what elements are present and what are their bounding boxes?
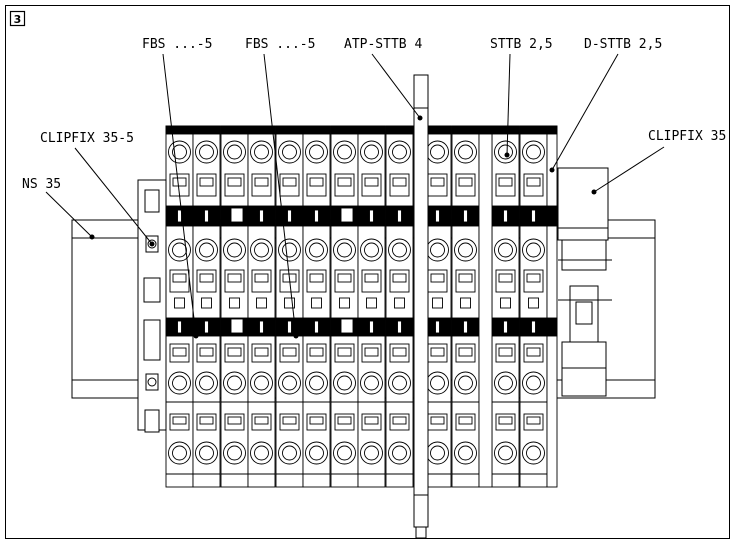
label-clipfix-35-5: CLIPFIX 35-5 [40, 131, 134, 146]
terminal-block [357, 125, 386, 488]
terminal-block [165, 125, 194, 488]
terminal-block [491, 125, 520, 488]
end-clamp-clipfix-35-5 [137, 179, 167, 433]
leader-lines [45, 53, 665, 337]
figure-number: 3 [14, 13, 22, 26]
label-sttb-2-5: STTB 2,5 [490, 37, 553, 52]
terminal-block [275, 125, 304, 488]
bridge-markers [230, 207, 354, 334]
terminal-blocks [165, 125, 558, 488]
label-atp-sttb-4: ATP-STTB 4 [344, 37, 422, 52]
group-separator [478, 125, 493, 488]
leader-dots [89, 115, 597, 339]
label-fbs-right: FBS ...-5 [245, 37, 315, 52]
terminal-block [220, 125, 249, 488]
terminal-block [247, 125, 276, 488]
label-clipfix-35: CLIPFIX 35 [648, 129, 726, 144]
figure-number-box [9, 10, 26, 27]
partition-plate-atp-sttb-4 [413, 74, 429, 539]
terminal-block [192, 125, 221, 488]
terminal-block [451, 125, 480, 488]
end-plate-d-sttb [546, 125, 558, 488]
terminal-block [519, 125, 548, 488]
terminal-block [330, 125, 359, 488]
drawing-frame [5, 5, 730, 539]
label-ns-35: NS 35 [22, 177, 61, 192]
terminal-block [385, 125, 414, 488]
label-fbs-left: FBS ...-5 [142, 37, 212, 52]
end-clamp-clipfix-35 [557, 167, 612, 397]
label-d-sttb-2-5: D-STTB 2,5 [584, 37, 662, 52]
terminal-block [302, 125, 331, 488]
